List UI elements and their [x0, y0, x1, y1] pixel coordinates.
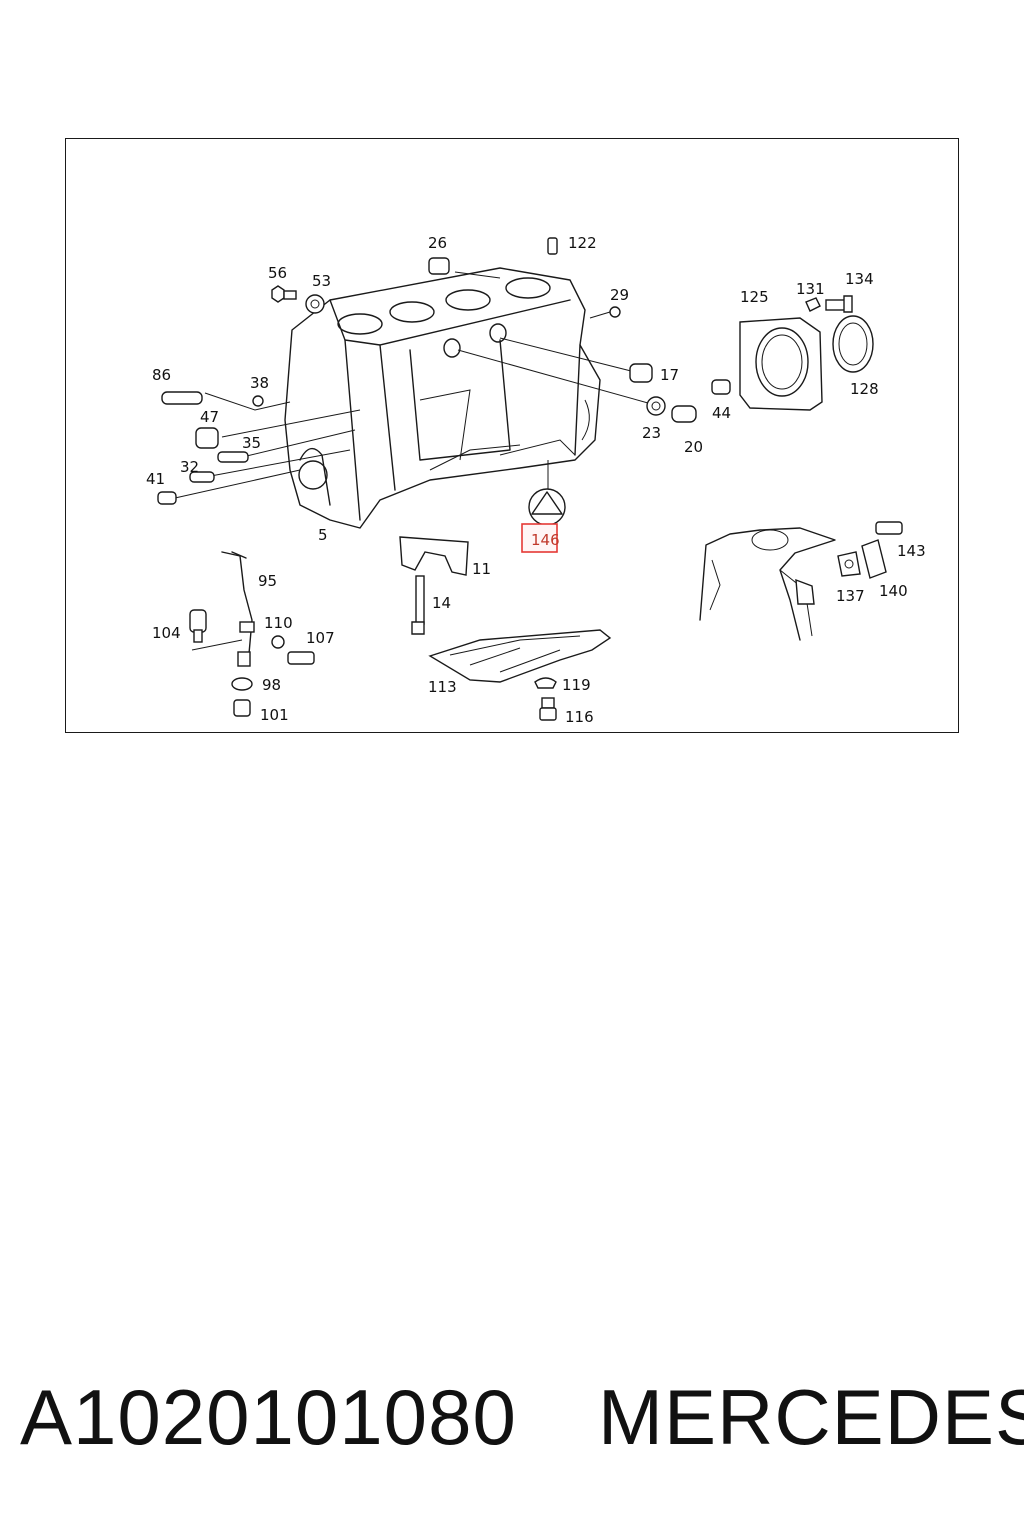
seal-carrier-drawing [739, 317, 823, 411]
callout-41: 41 [146, 470, 165, 488]
callout-20: 20 [684, 438, 703, 456]
callout-131: 131 [796, 280, 825, 298]
callout-95: 95 [258, 572, 277, 590]
callout-53: 53 [312, 272, 331, 290]
callout-29: 29 [610, 286, 629, 304]
callout-labels: 26 122 56 53 29 125 131 134 17 128 86 38… [146, 234, 926, 726]
brand-name: MERCEDES [598, 1373, 1024, 1461]
small-parts [157, 237, 903, 721]
leader-lines [174, 271, 649, 651]
callout-125: 125 [740, 288, 769, 306]
callout-107: 107 [306, 629, 335, 647]
callout-98: 98 [262, 676, 281, 694]
callout-56: 56 [268, 264, 287, 282]
callout-86: 86 [152, 366, 171, 384]
callout-23: 23 [642, 424, 661, 442]
callout-128: 128 [850, 380, 879, 398]
callout-32: 32 [180, 458, 199, 476]
callout-44: 44 [712, 404, 731, 422]
callout-146: 146 [531, 531, 560, 549]
callout-116: 116 [565, 708, 594, 726]
highlighted-callout-146: 146 [521, 523, 560, 553]
engine-block-drawing [284, 267, 601, 529]
callout-134: 134 [845, 270, 874, 288]
callout-119: 119 [562, 676, 591, 694]
callout-113: 113 [428, 678, 457, 696]
callout-101: 101 [260, 706, 289, 724]
callout-143: 143 [897, 542, 926, 560]
callout-26: 26 [428, 234, 447, 252]
part-number: A1020101080 [20, 1373, 517, 1461]
callout-35: 35 [242, 434, 261, 452]
callout-5: 5 [318, 526, 328, 544]
product-caption: A1020101080 MERCEDES [0, 1372, 1024, 1472]
callout-14: 14 [432, 594, 451, 612]
callout-110: 110 [264, 614, 293, 632]
callout-47: 47 [200, 408, 219, 426]
callout-11: 11 [472, 560, 491, 578]
callout-104: 104 [152, 624, 181, 642]
callout-122: 122 [568, 234, 597, 252]
callout-140: 140 [879, 582, 908, 600]
exploded-parts-diagram: 26 122 56 53 29 125 131 134 17 128 86 38… [146, 234, 926, 726]
callout-137: 137 [836, 587, 865, 605]
callout-38: 38 [250, 374, 269, 392]
diagram-frame [65, 138, 959, 733]
callout-17: 17 [660, 366, 679, 384]
